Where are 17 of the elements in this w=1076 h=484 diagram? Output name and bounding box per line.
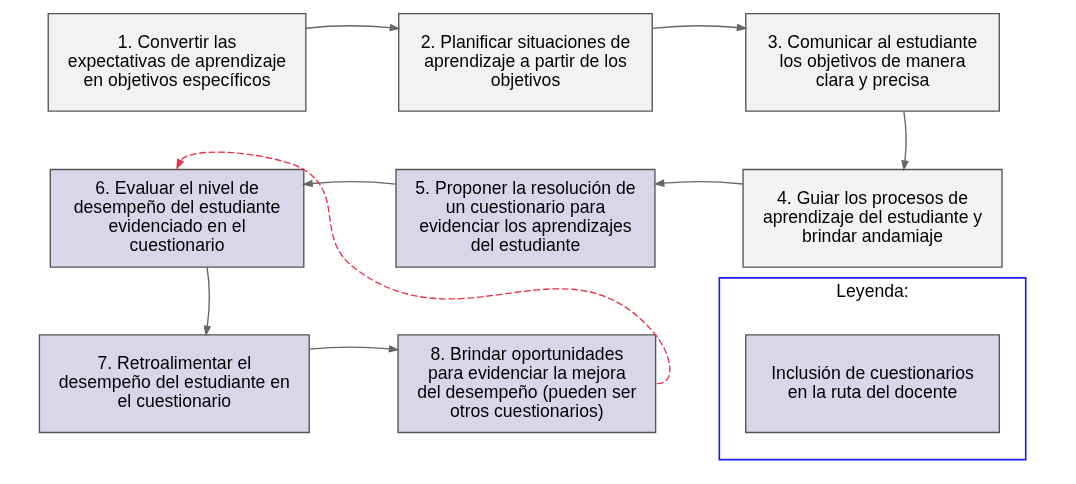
node-box: Inclusión de cuestionarios en la ruta del docente bbox=[745, 334, 1000, 434]
arrow bbox=[308, 345, 400, 353]
arrow bbox=[653, 179, 744, 187]
node-box: 1. Convertir las expectativas de aprendizaje en objetivos específicos bbox=[47, 12, 307, 112]
arrow bbox=[651, 23, 748, 32]
node-box: 7. Retroalimentar el desempeño del estudiante en el cuestionario bbox=[38, 334, 310, 434]
arrow bbox=[301, 179, 397, 188]
node-box: 6. Evaluar el nivel de desempeño del estudiante evidenciado en el cuestionario bbox=[49, 168, 305, 268]
node-box: 3. Comunicar al estudiante los objetivos de manera clara y precisa bbox=[745, 12, 1000, 112]
arrow bbox=[901, 110, 909, 172]
arrow bbox=[176, 151, 671, 385]
node-box: 5. Proponer la resolución de un cuestionario para evidenciar los aprendizajes del estudiante bbox=[395, 168, 656, 268]
node-box: 2. Planificar situaciones de aprendizaje a partir de los objetivos bbox=[398, 12, 653, 112]
node-box: 8. Brindar oportunidades para evidenciar la mejora del desempeño (pueden ser otros cuestionarios) bbox=[397, 334, 657, 434]
node-box: 4. Guiar los procesos de aprendizaje del estudiante y brindar andamiaje bbox=[742, 168, 1003, 268]
arrow bbox=[305, 23, 401, 32]
arrow bbox=[203, 266, 212, 337]
